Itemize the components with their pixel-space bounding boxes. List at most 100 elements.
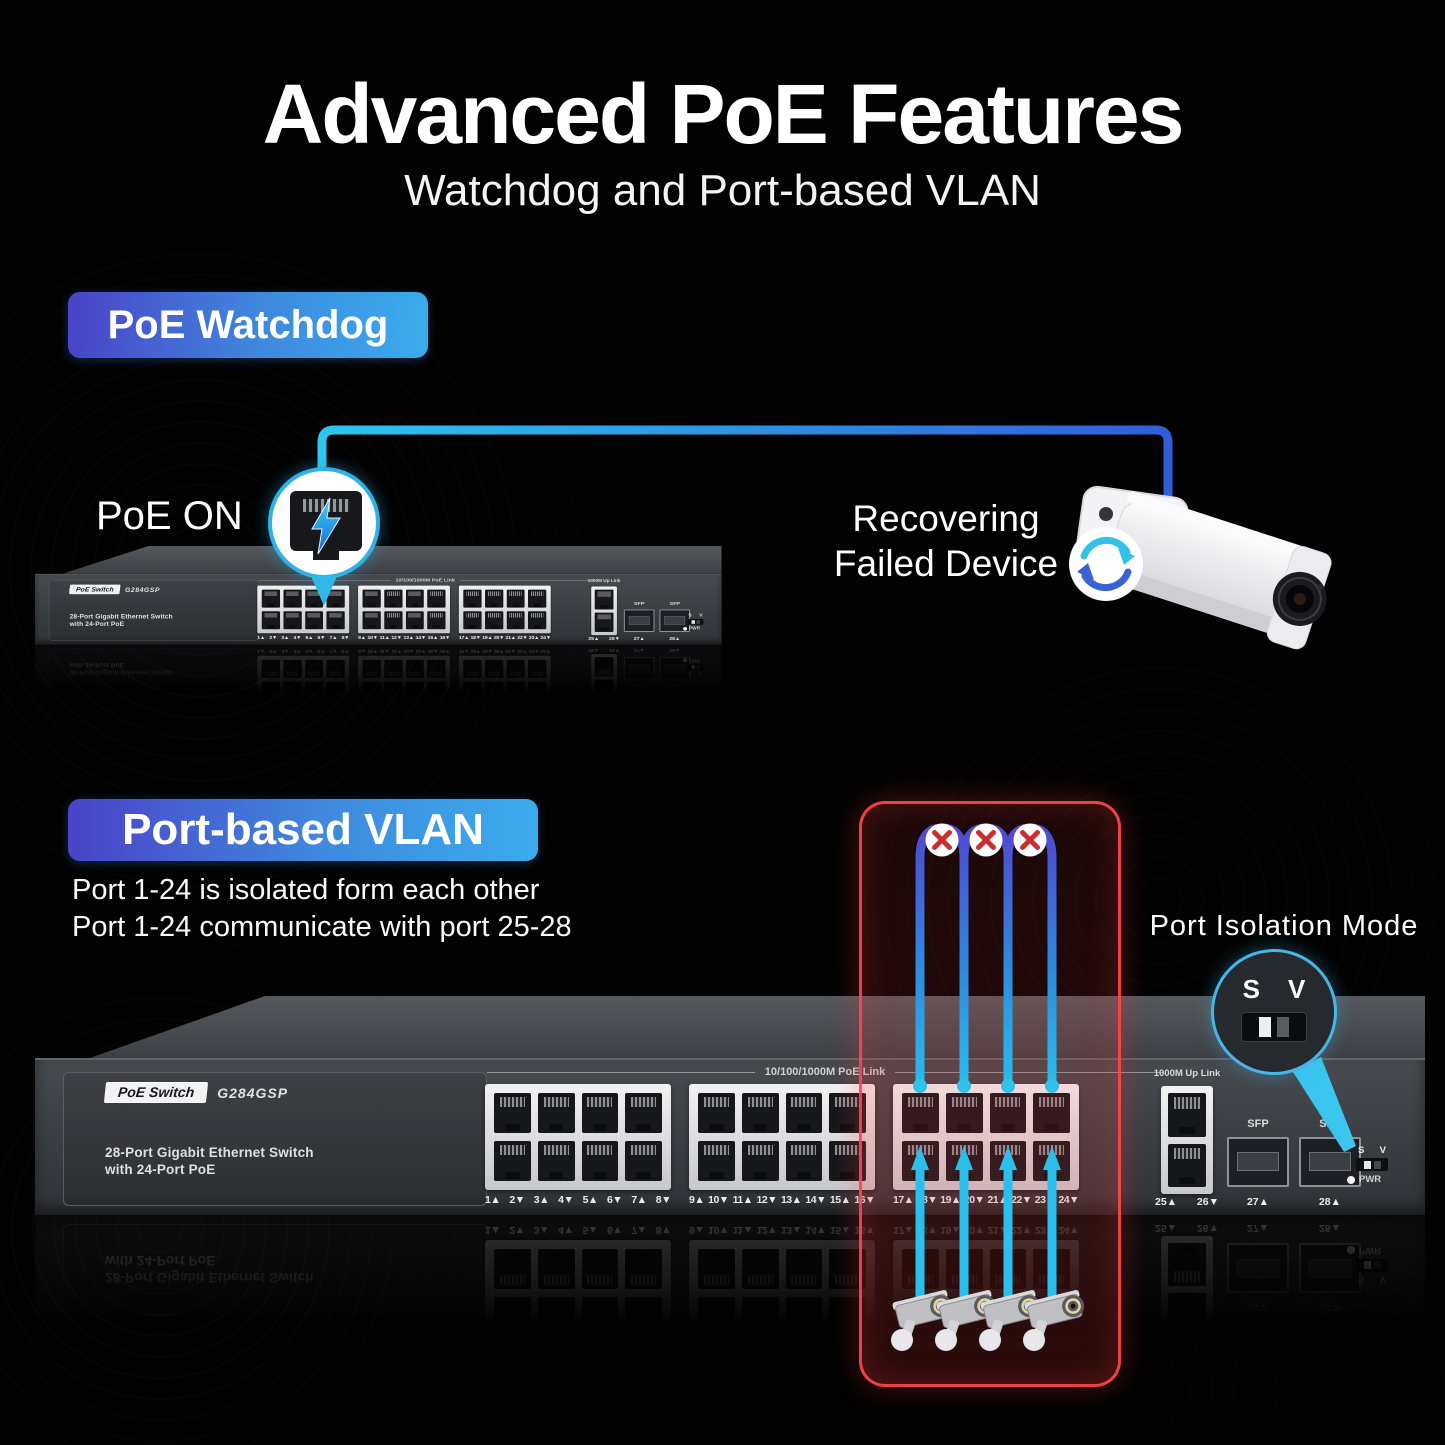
rj45-port <box>741 1249 779 1289</box>
ip-camera-photo <box>1076 485 1332 650</box>
model-label: G284GSP <box>217 1329 289 1346</box>
switch-top-surface <box>62 546 722 574</box>
rj45-port <box>625 1249 662 1289</box>
dip-v-label: V <box>1288 974 1306 1004</box>
rj45-port <box>405 611 424 630</box>
dip-s-label: S <box>688 613 692 618</box>
port-group-9-16 <box>689 1084 875 1190</box>
sfp-port-27-label: 27▲ <box>1246 1196 1270 1208</box>
uplink-port-labels: 25▲26▼ <box>588 648 620 653</box>
dip-slot <box>696 665 700 670</box>
rj45-port <box>506 611 525 630</box>
switch-branding: PoE Switch G284GSP <box>69 584 160 595</box>
sv-dip-switch <box>687 618 704 625</box>
rj45-port <box>384 611 403 630</box>
port-label: 8▼ <box>655 1194 672 1206</box>
poe-link-label: 10/100/1000M PoE Link <box>395 706 456 712</box>
sv-dip-switch <box>1356 1158 1388 1171</box>
uplink-port-group <box>591 586 617 636</box>
rj45-port <box>405 589 424 608</box>
port-label: 4▼ <box>293 635 301 641</box>
sfp-cage-28 <box>1299 1137 1361 1187</box>
switch-name: 28-Port Gigabit Ethernet Switch with 24-… <box>70 661 173 676</box>
port-label: 21▲ <box>505 648 516 654</box>
poe-switch-small: PoE Switch G284GSP 28-Port Gigabit Ether… <box>35 546 722 717</box>
sfp-label-27: SFP <box>1247 1300 1269 1312</box>
port-label: 12▼ <box>391 648 402 654</box>
page-subtitle: Watchdog and Port-based VLAN <box>404 166 1041 215</box>
poe-on-callout-circle <box>268 467 380 579</box>
sv-dip-labels: S V <box>1353 1274 1391 1285</box>
sv-dip-switch <box>1356 1259 1388 1272</box>
rj45-port <box>581 1141 619 1181</box>
port-label: 12▼ <box>756 1194 778 1206</box>
rj45-port <box>283 681 302 700</box>
port-label: 19▲ <box>482 648 493 654</box>
port-label: 26▼ <box>1196 1196 1219 1208</box>
dip-slider <box>691 665 695 670</box>
rj45-port <box>594 657 614 677</box>
poe-link-label: 10/100/1000M PoE Link <box>395 577 456 583</box>
power-led: PWR <box>683 626 700 631</box>
port-label: 24▼ <box>540 635 551 641</box>
rj45-port <box>1168 1093 1206 1137</box>
port-label: 22▼ <box>517 635 528 641</box>
port-label: 25▲ <box>1155 1222 1178 1234</box>
port-label: 17▲ <box>458 635 470 641</box>
port-group-1-8 <box>485 1240 671 1346</box>
rj45-port <box>484 659 504 678</box>
port-label: 17▲ <box>458 648 470 654</box>
switch-label-panel <box>63 1224 487 1358</box>
port-label: 5▲ <box>582 1194 599 1206</box>
dip-s-label: S <box>1358 1274 1365 1285</box>
port-label: 6▼ <box>317 635 326 641</box>
port-label: 7▲ <box>329 635 338 641</box>
dip-slot <box>1373 1160 1381 1169</box>
port-label: 16▼ <box>439 648 450 654</box>
port-label: 3▲ <box>533 1194 550 1206</box>
rj45-port <box>362 611 381 630</box>
rj45-port <box>427 681 446 700</box>
port-labels-17-24: 17▲18▼19▲20▼21▲22▼23▲24▼ <box>459 649 551 654</box>
port-label: 10▼ <box>708 1224 729 1236</box>
brand-chip: PoE Switch <box>103 1327 209 1348</box>
sv-dip-switch <box>687 664 704 671</box>
switch-name: 28-Port Gigabit Ethernet Switch with 24-… <box>105 1252 314 1286</box>
rj45-port <box>405 659 424 678</box>
uplink-label: 1000M Up Link <box>587 578 621 584</box>
port-isolation-callout-circle: S V <box>1211 949 1337 1075</box>
sfp-label-28: SFP <box>1319 1300 1341 1312</box>
rj45-port <box>427 589 446 608</box>
sfp-label-28: SFP <box>669 600 681 607</box>
port-label: 5▲ <box>305 648 314 654</box>
rj45-port <box>698 1093 735 1133</box>
switch-name-line1: 28-Port Gigabit Ethernet Switch <box>105 1270 314 1285</box>
dip-slider <box>1259 1017 1271 1037</box>
port-label: 13▲ <box>780 1194 802 1206</box>
port-labels-1-8: 1▲2▼3▲4▼5▲6▼7▲8▼ <box>257 649 349 654</box>
port-labels-9-16: 9▲10▼11▲12▼13▲14▼15▲16▼ <box>689 1224 875 1236</box>
rj45-port <box>785 1297 823 1337</box>
port-label: 13▲ <box>403 648 414 654</box>
rj45-port <box>484 681 504 700</box>
switch-reflection: PoE Switch G284GSP 28-Port Gigabit Ether… <box>35 1215 1425 1372</box>
power-led-label: PWR <box>689 626 701 632</box>
sfp-cage-28 <box>659 609 691 632</box>
uplink-port-labels: 25▲26▼ <box>588 636 620 641</box>
switch-name: 28-Port Gigabit Ethernet Switch with 24-… <box>70 613 173 628</box>
port-label: 13▲ <box>780 1224 802 1236</box>
rj45-port <box>362 681 381 700</box>
port-label: 14▼ <box>415 635 426 641</box>
switch-name-line2: with 24-Port PoE <box>105 1162 216 1177</box>
dip-slot <box>1373 1261 1381 1270</box>
switch-label-panel <box>48 648 259 709</box>
uplink-port-group <box>1161 1236 1213 1344</box>
rj45-port <box>283 611 302 630</box>
port-label: 11▲ <box>379 635 390 641</box>
rj45-port <box>741 1093 779 1133</box>
rj45-port <box>506 681 525 700</box>
port-label: 15▲ <box>427 648 438 654</box>
port-label: 7▲ <box>329 648 338 654</box>
switch-branding: PoE Switch G284GSP <box>103 1082 288 1103</box>
